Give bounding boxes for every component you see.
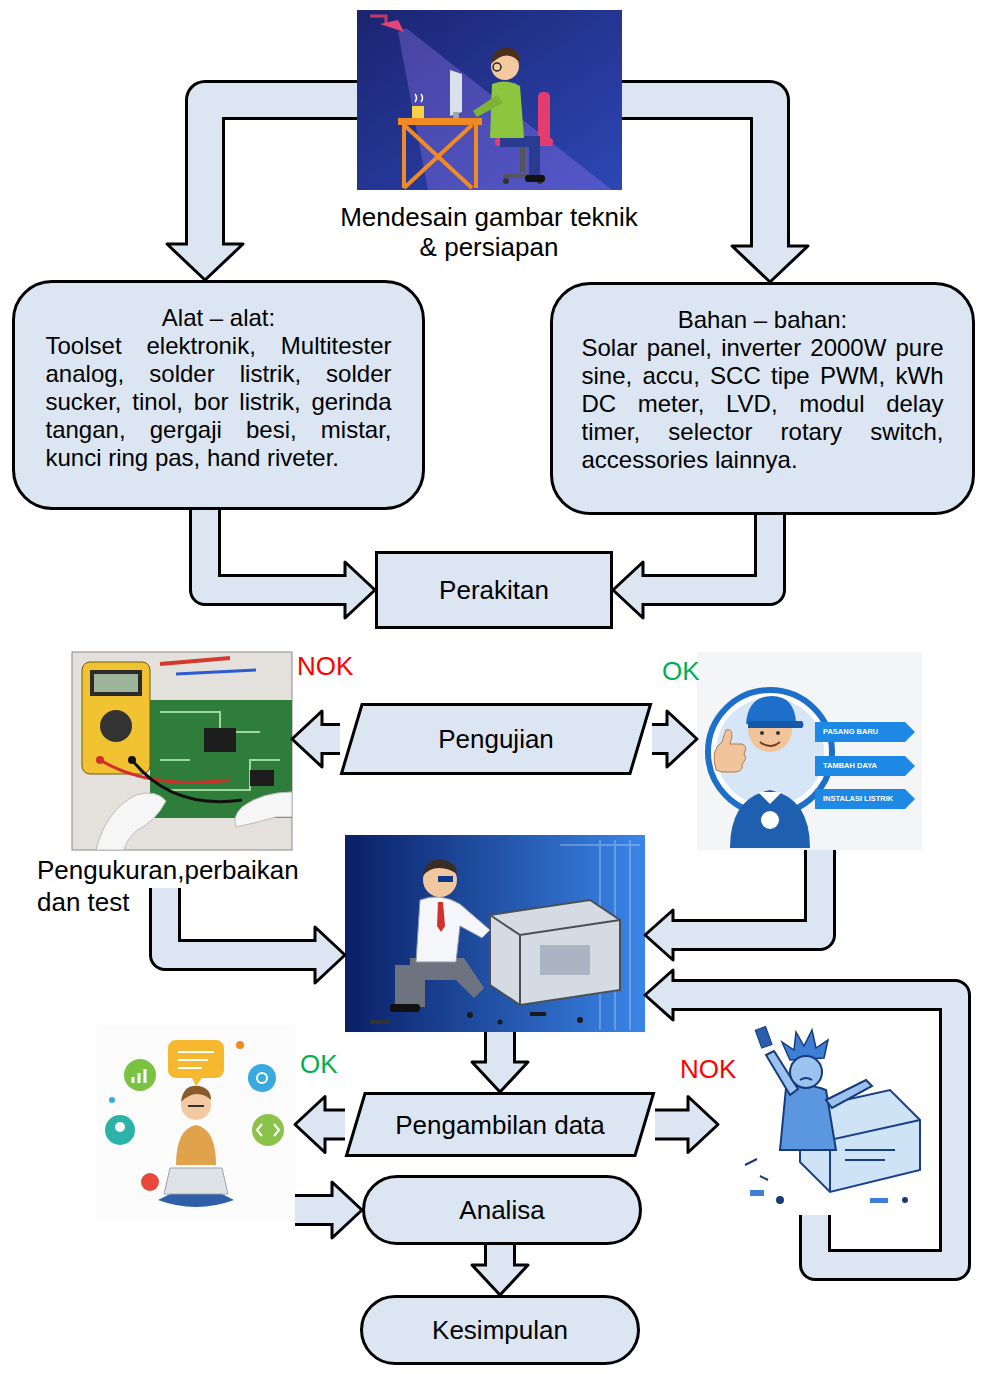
flow-arrow (652, 711, 697, 767)
arrow-head (295, 1097, 325, 1153)
arrow-fill (295, 1197, 335, 1223)
flow-arrow (655, 1097, 718, 1153)
status-label: OK (662, 655, 700, 687)
box-body: Solar panel, inverter 2000W pure sine, a… (582, 334, 944, 474)
designer-illustration (357, 10, 622, 190)
materials-box: Bahan – bahan:Solar panel, inverter 2000… (550, 282, 975, 515)
flow-arrow (167, 100, 357, 280)
box-body: Toolset elektronik, Multitester analog, … (46, 332, 392, 472)
arrow-head (688, 1097, 718, 1153)
arrow-head (472, 1265, 528, 1295)
illustration-node: Mendesain gambar teknik & persiapan (357, 10, 622, 190)
image-node (345, 835, 645, 1032)
flow-arrow (645, 850, 820, 960)
arrow-head (332, 1182, 362, 1238)
node-label: Kesimpulan (373, 1314, 627, 1346)
arrow-outline (622, 100, 770, 246)
arrow-fill (165, 888, 318, 955)
arrow-fill (670, 850, 820, 935)
node-label: Pengujian (368, 723, 624, 755)
image-node: OKPASANG BARUTAMBAH DAYAINSTALASI LISTRI… (697, 652, 922, 850)
status-label: NOK (297, 650, 353, 682)
arrow-fill (487, 1245, 513, 1268)
arrow-fill (655, 1112, 691, 1138)
image-caption: Pengukuran,perbaikan dan test (37, 854, 317, 918)
arrow-fill (319, 726, 340, 752)
terminal-box: Analisa (362, 1175, 642, 1245)
parallelogram-outline (347, 1094, 654, 1156)
node-label: Pengambilan data (371, 1109, 629, 1141)
status-label: OK (300, 1048, 338, 1080)
node-label: Perakitan (388, 574, 600, 606)
arrow-outline (205, 100, 357, 244)
arrow-head (315, 927, 345, 983)
flow-arrow (613, 515, 770, 618)
assembly-illustration (345, 835, 645, 1032)
arrow-head (613, 562, 643, 618)
terminal-box: Kesimpulan (360, 1295, 640, 1365)
arrow-fill (652, 726, 670, 752)
flow-arrow (645, 970, 955, 1265)
parallelogram-outline (342, 705, 651, 774)
image-caption: Mendesain gambar teknik & persiapan (334, 202, 644, 262)
measuring-photo (72, 652, 292, 850)
box-heading: Alat – alat: (46, 304, 392, 332)
image-node: OK (97, 1025, 295, 1220)
arrow-head (645, 970, 673, 1020)
arrow-fill (622, 100, 770, 249)
flow-arrow (472, 1032, 528, 1092)
arrow-head (167, 244, 243, 280)
troubleshoot-illustration (718, 1015, 925, 1215)
arrow-fill (322, 1112, 345, 1138)
electrician-illustration (697, 652, 922, 850)
arrow-head (732, 246, 808, 282)
arrow-head (345, 562, 375, 618)
arrow-head (292, 711, 322, 767)
box-heading: Bahan – bahan: (582, 306, 944, 334)
arrow-fill (670, 995, 955, 1265)
banner-text: PASANG BARU (823, 722, 878, 742)
image-node: NOKPengukuran,perbaikan dan test (72, 652, 292, 850)
flow-arrow (295, 1182, 362, 1238)
status-label: NOK (680, 1053, 736, 1085)
flow-arrow (622, 100, 808, 282)
banner-text: TAMBAH DAYA (823, 756, 877, 776)
flow-arrow (205, 510, 375, 618)
tools-box: Alat – alat:Toolset elektronik, Multites… (12, 280, 425, 510)
arrow-head (472, 1062, 528, 1092)
flow-arrow (292, 711, 340, 767)
arrow-fill (640, 515, 770, 590)
node-label: Analisa (375, 1194, 629, 1226)
process-box: Perakitan (375, 551, 613, 629)
banner-text: INSTALASI LISTRIK (823, 789, 893, 809)
flow-arrow (472, 1245, 528, 1295)
io-parallelogram: Pengujian (340, 703, 652, 775)
arrow-fill (205, 510, 348, 590)
analysis-illustration (97, 1025, 295, 1220)
flow-arrow (165, 888, 345, 983)
io-parallelogram: Pengambilan data (345, 1092, 655, 1157)
image-node: NOK (718, 1015, 925, 1215)
arrow-fill (487, 1032, 513, 1065)
arrow-head (645, 910, 673, 960)
arrow-fill (205, 100, 357, 247)
arrow-head (667, 711, 697, 767)
flow-arrow (295, 1097, 345, 1153)
